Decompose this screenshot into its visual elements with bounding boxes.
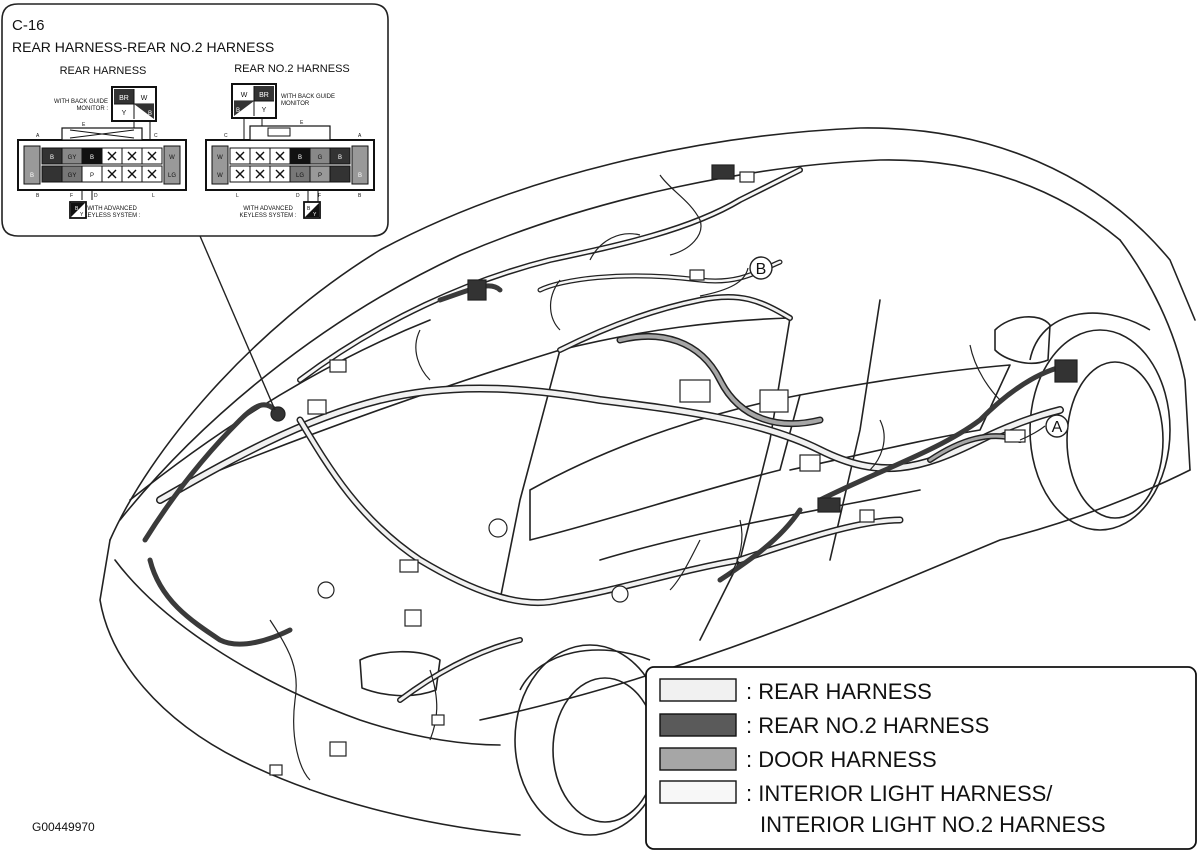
legend-item-door-harness: : DOOR HARNESS [659, 747, 937, 772]
rear-pin-label-8: LG [168, 173, 176, 179]
rear-no2-back-guide-note-1: WITH BACK GUIDE [281, 94, 335, 100]
rear-no2-harness-route [142, 283, 1073, 647]
rear-no2-pin-label-2: B [298, 155, 302, 161]
legend-swatch-door [659, 747, 737, 771]
legend-item-interior-light-harness: : INTERIOR LIGHT HARNESS/ INTERIOR LIGHT… [659, 780, 1106, 837]
rear-top-letter-3: C [154, 133, 158, 139]
car-body [99, 127, 1196, 836]
rear-pin-label-2: GY [68, 155, 77, 161]
callout-a-letter: A [1052, 419, 1063, 436]
rear-no2-connector-pin-grid [229, 147, 351, 183]
rear-bg-pin-1: BR [119, 95, 129, 102]
connector-code: C-16 [12, 17, 45, 34]
rear-no2-bottom-letter-1: L [236, 193, 239, 199]
wheel-front [1029, 312, 1171, 531]
rear-no2-pin-label-7: G [318, 155, 323, 161]
rear-no2-pin-label-4: LG [296, 173, 304, 179]
rear-pin-label-1: B [50, 155, 54, 161]
rear-no2-harness-caption: REAR NO.2 HARNESS [234, 63, 350, 75]
rear-keyless-note-2: KEYLESS SYSTEM : [83, 213, 140, 219]
inset-leader-line [199, 235, 276, 411]
rear-bg-pin-2: W [141, 95, 148, 102]
legend-label-rear: : REAR HARNESS [746, 679, 932, 704]
legend-label-door: : DOOR HARNESS [746, 747, 937, 772]
callout-b-letter: B [756, 261, 767, 278]
rear-no2-back-guide-pin-block: W BR B Y [231, 83, 277, 119]
rear-no2-pin-label-6: B [338, 155, 342, 161]
rear-no2-pin-label-5: P [318, 173, 322, 179]
legend-item-rear-harness: : REAR HARNESS [659, 678, 932, 704]
rear-no2-harness-connector-view: REAR NO.2 HARNESS W BR B Y WITH BACK GUI… [205, 63, 375, 219]
thin-branches [269, 174, 1001, 781]
rear-keyless-pin-1: B [75, 206, 79, 212]
rear-no2-keyless-pin-block: B Y [303, 201, 321, 219]
rear-no2-bg-pin-2: BR [259, 92, 269, 99]
rear-no2-pin-label-1: W [217, 155, 223, 161]
rear-no2-bottom-letter-4: B [358, 193, 362, 199]
rear-bottom-letter-1: B [36, 193, 40, 199]
rear-keyless-pin-2: Y [80, 212, 84, 218]
rear-top-letter-1: A [36, 133, 40, 139]
callout-a: A [1045, 414, 1069, 438]
rear-back-guide-note-1: WITH BACK GUIDE [54, 99, 108, 105]
rear-pin-label-3: B [90, 155, 94, 161]
rear-bottom-letter-3: D [94, 193, 98, 199]
legend-swatch-rear-no2 [659, 713, 737, 737]
rear-pin-label-7: P [90, 173, 94, 179]
rear-no2-bg-pin-1: W [241, 92, 248, 99]
rear-connector-pin-grid [41, 147, 163, 183]
rear-harness-route [156, 293, 1064, 703]
figure-id: G00449970 [32, 820, 95, 834]
rear-no2-top-letter-3: A [358, 133, 362, 139]
legend-swatch-rear [659, 678, 737, 702]
rear-no2-keyless-note-1: WITH ADVANCED [243, 206, 293, 212]
rear-no2-bottom-letter-2: D [296, 193, 300, 199]
callout-b-leader [699, 267, 749, 297]
rear-harness-caption: REAR HARNESS [60, 65, 147, 77]
rear-no2-keyless-pin-2: Y [313, 212, 317, 218]
rear-no2-back-guide-note-2: MONITOR [281, 101, 310, 107]
rear-no2-bottom-letter-3: F [318, 193, 321, 199]
rear-no2-top-letter-1: C [224, 133, 228, 139]
rear-bottom-letter-2: F [70, 193, 73, 199]
rear-no2-bg-pin-4: Y [262, 107, 267, 114]
wheel-rear [514, 644, 666, 836]
rear-back-guide-pin-block: BR W Y B [111, 86, 157, 122]
rear-bg-pin-4: B [148, 111, 152, 117]
rear-keyless-note-1: WITH ADVANCED [87, 206, 137, 212]
rear-bottom-letter-4: L [152, 193, 155, 199]
rear-pin-label-6: GY [68, 173, 77, 179]
legend-label-interior-continuation: INTERIOR LIGHT NO.2 HARNESS [760, 812, 1106, 837]
rear-no2-pin-label-3: W [217, 173, 223, 179]
rear-harness-connector-view: REAR HARNESS WITH BACK GUIDE MONITOR : B… [17, 65, 187, 219]
rear-no2-pin-label-8: B [358, 173, 362, 179]
rear-pin-label-5: B [30, 173, 34, 179]
rear-top-letter-2: E [82, 122, 86, 128]
callout-a-leader [1019, 425, 1046, 441]
harness-legend: : REAR HARNESS : REAR NO.2 HARNESS : DOO… [645, 666, 1197, 850]
rear-bg-pin-3: Y [122, 110, 127, 117]
connector-title: REAR HARNESS-REAR NO.2 HARNESS [12, 39, 274, 55]
legend-item-rear-no2-harness: : REAR NO.2 HARNESS [659, 713, 989, 738]
rear-no2-top-letter-2: E [300, 120, 304, 126]
rear-keyless-pin-block: B Y [69, 201, 87, 219]
rear-pin-label-4: W [169, 155, 175, 161]
harness-connectors [269, 164, 1078, 776]
legend-swatch-interior [659, 780, 737, 804]
connector-inset: C-16 REAR HARNESS-REAR NO.2 HARNESS REAR… [1, 3, 389, 237]
legend-label-interior: : INTERIOR LIGHT HARNESS/ [746, 781, 1053, 806]
rear-no2-keyless-pin-1: B [307, 206, 311, 212]
rear-back-guide-note-2: MONITOR : [76, 106, 108, 112]
callout-b: B [749, 256, 773, 280]
legend-label-rear-no2: : REAR NO.2 HARNESS [746, 713, 989, 738]
rear-no2-keyless-note-2: KEYLESS SYSTEM : [239, 213, 296, 219]
rear-no2-bg-pin-3: B [236, 108, 240, 114]
